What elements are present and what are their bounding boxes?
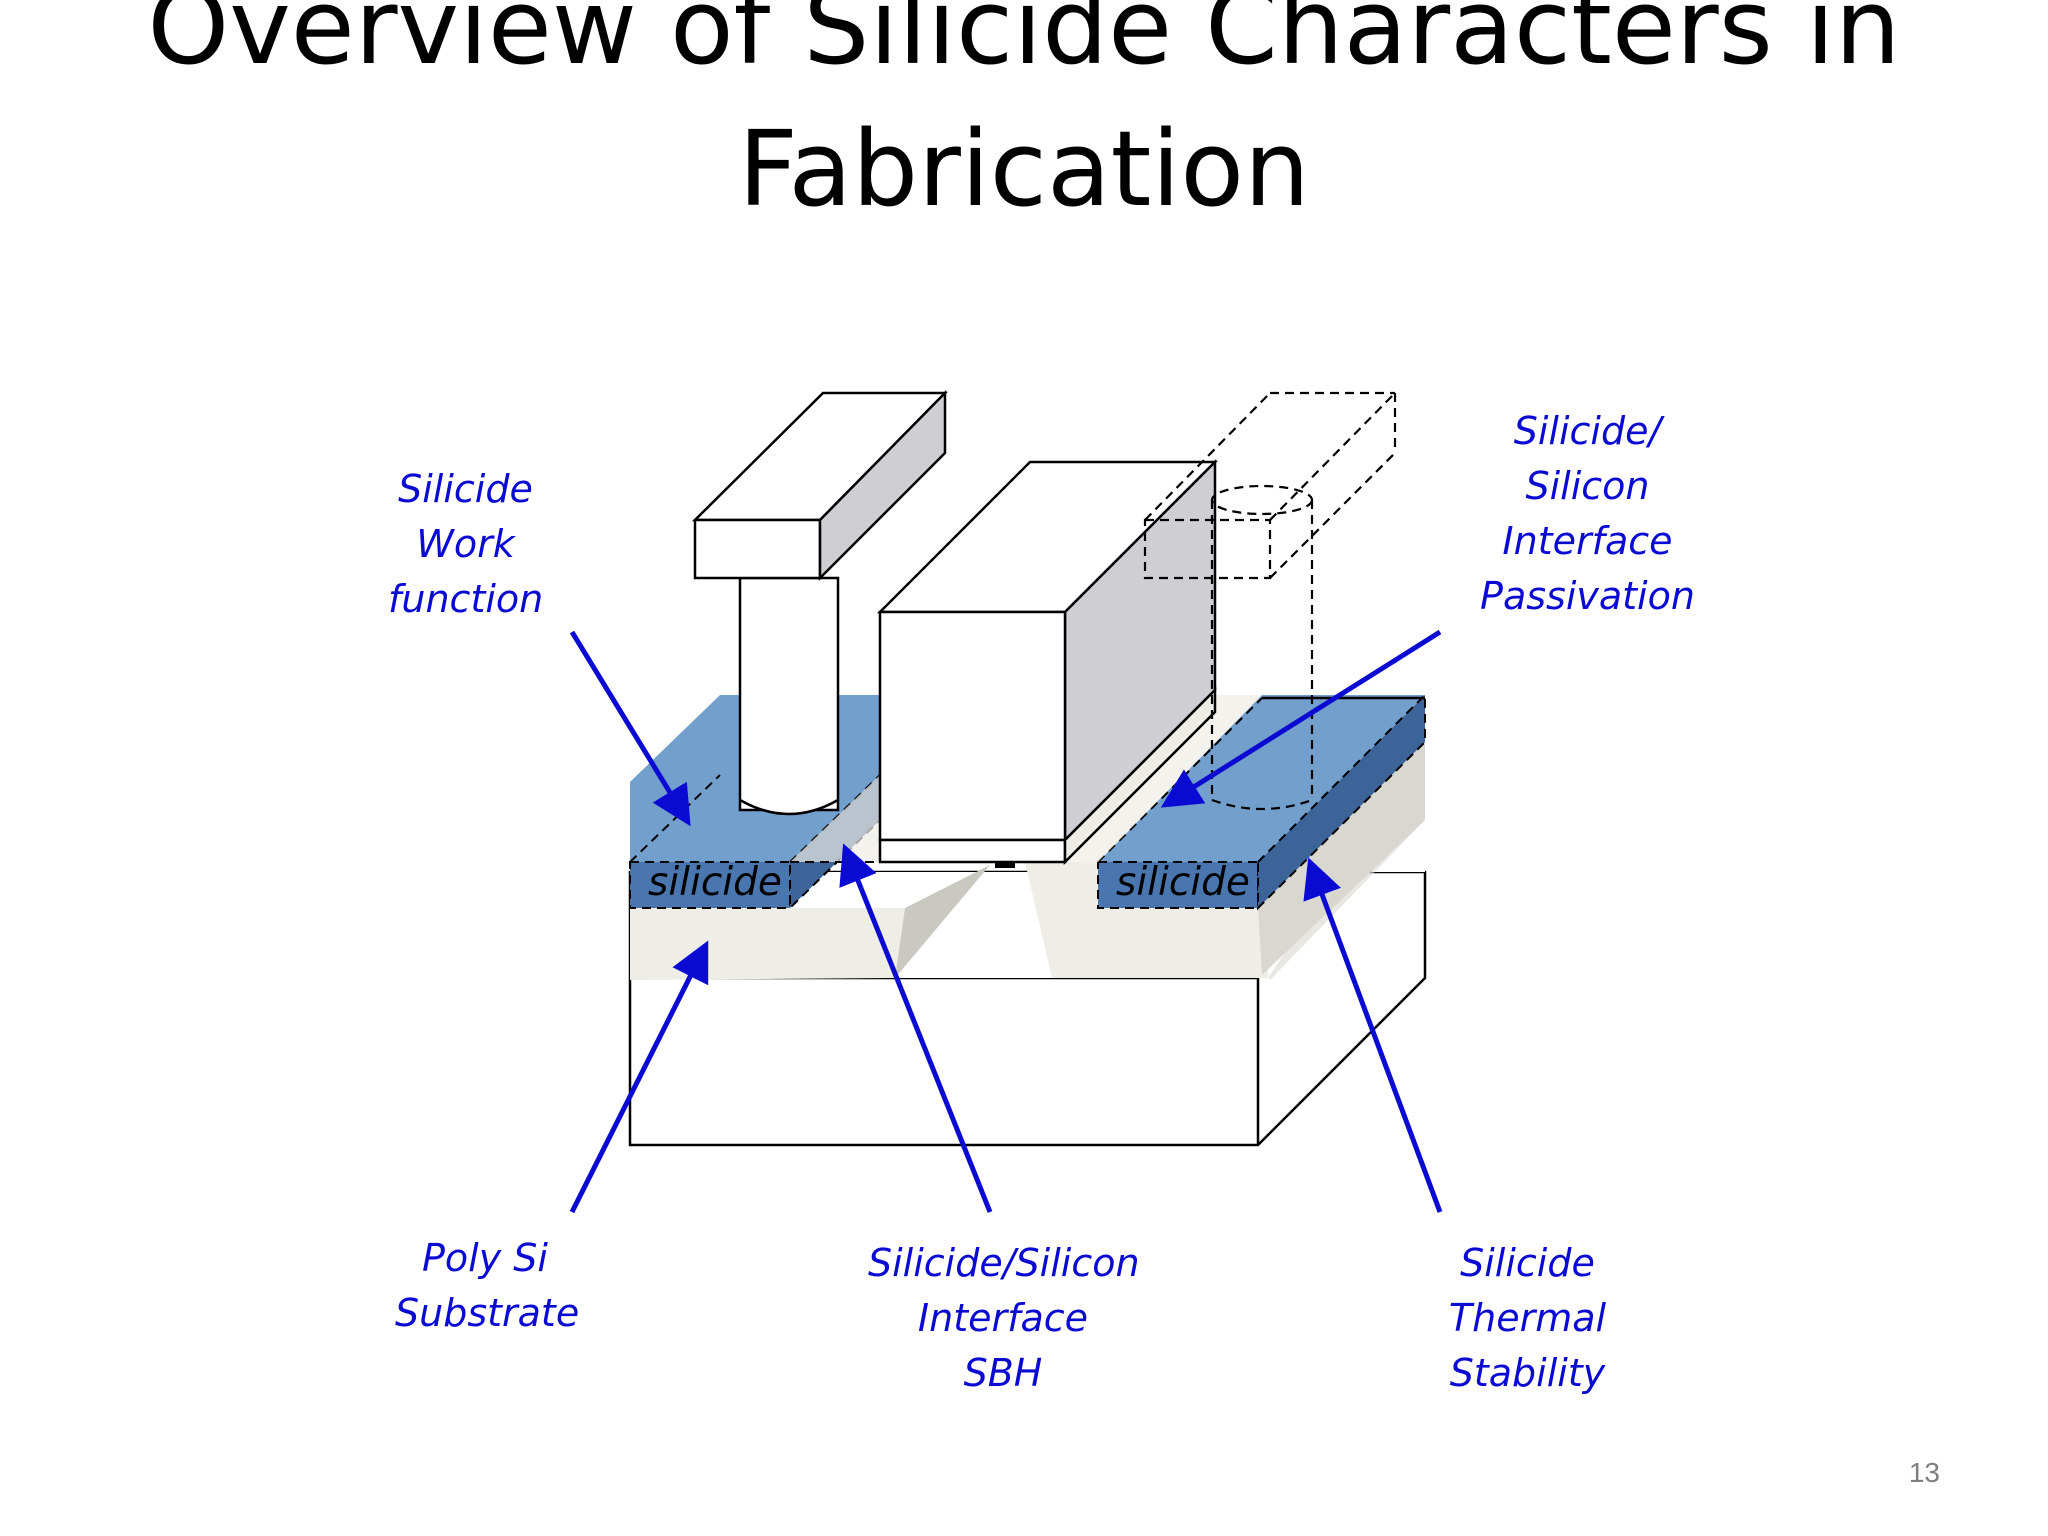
- arrow-thermal: [1303, 857, 1443, 1213]
- slide-title-line-1: Overview of Silicide Characters in: [147, 0, 1901, 88]
- label-work-function: Silicide Work function: [388, 467, 544, 621]
- silicide-pad-right: [1097, 692, 1426, 911]
- label-sbh: Silicide/Silicon Interface SBH: [868, 1241, 1140, 1395]
- page-number: 13: [1908, 1457, 1940, 1488]
- slide-title-line-2: Fabrication: [738, 108, 1310, 230]
- contact-plug-right-dashed: [1143, 391, 1397, 811]
- arrow-sbh: [839, 843, 993, 1213]
- gate-block: [876, 458, 1219, 868]
- contact-plug-left: [691, 389, 948, 816]
- arrow-work-function: [569, 630, 691, 827]
- silicide-label-left: silicide: [648, 860, 782, 905]
- arrow-passivation: [1160, 629, 1442, 808]
- arrow-poly-si: [569, 940, 709, 1214]
- label-thermal: Silicide Thermal Stability: [1448, 1241, 1607, 1395]
- silicide-label-right: silicide: [1116, 860, 1250, 905]
- label-poly-si: Poly Si Substrate: [395, 1236, 580, 1335]
- label-passivation: Silicide/ Silicon Interface Passivation: [1480, 409, 1695, 618]
- annotation-arrows: [569, 629, 1443, 1214]
